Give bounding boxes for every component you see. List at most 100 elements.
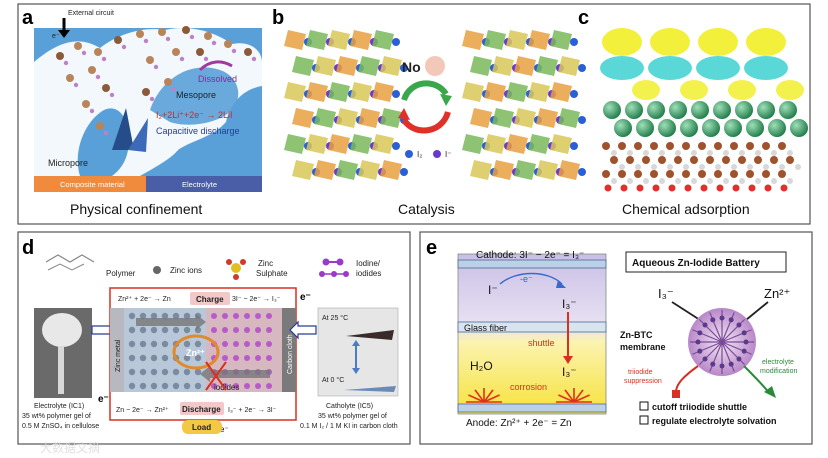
adsorbent-atom [724, 119, 742, 137]
oxygen-atom [748, 184, 756, 192]
mof-node [736, 356, 742, 362]
lattice-octahedron [306, 82, 328, 102]
charge-density-yellow [776, 80, 804, 100]
electron-loss-label: -e⁻ [520, 274, 533, 284]
pore-particle [196, 48, 204, 56]
zinc-ion-particle [128, 312, 136, 320]
triiodide-block-line [671, 301, 701, 321]
substrate-atom [698, 142, 706, 150]
circuit-electron-left: e⁻ [98, 394, 109, 405]
corrosion-ray [564, 389, 575, 403]
oxygen-atom [716, 184, 724, 192]
adsorbent-atom [691, 101, 709, 119]
oxidation-arrow [499, 272, 563, 285]
iodide-particle [244, 327, 250, 333]
lattice-octahedron [514, 56, 536, 76]
mof-node [741, 348, 747, 354]
panel-b-caption: Catalysis [398, 201, 455, 217]
electrolyte-caption-3: 0.5 M ZnSO₄ in cellulose [22, 423, 99, 430]
panel-b-legend-iminus: I⁻ [445, 150, 451, 159]
lattice-octahedron [314, 108, 336, 128]
substrate-atom [634, 170, 642, 178]
panel-a-electrolyte-bar [146, 176, 262, 192]
mof-node [719, 363, 725, 369]
zinc-sulphate-icon-o2 [240, 259, 246, 265]
charge-density-yellow [680, 80, 708, 100]
pore-particle [224, 40, 232, 48]
pore-particle [204, 32, 212, 40]
lattice-octahedron [506, 30, 528, 50]
lattice-octahedron [284, 30, 306, 50]
zn-center-label: Zn²⁺ [186, 348, 205, 358]
zinc-ion-particle [161, 312, 169, 320]
adsorbent-atom [779, 101, 797, 119]
adsorbent-atom [702, 119, 720, 137]
substrate-atom [690, 156, 698, 164]
substrate-atom [762, 170, 770, 178]
substrate-atom-light [723, 150, 729, 156]
pore-particle [136, 30, 144, 38]
iodine-species [392, 38, 400, 46]
substrate-atom-light [627, 150, 633, 156]
lithium-particle [231, 48, 237, 54]
zinc-sulphate-icon-o1 [226, 259, 232, 265]
lattice-octahedron [358, 108, 380, 128]
oxidation-arrowhead [556, 280, 566, 288]
substrate-atom [738, 156, 746, 164]
substrate-atom-light [675, 178, 681, 184]
substrate-atom-light [651, 164, 657, 170]
triiodide-suppression-2: suppression [624, 378, 662, 385]
pore-particle [96, 122, 104, 130]
pore-particle [244, 48, 252, 56]
substrate-atom [754, 156, 762, 164]
catholyte-photo [317, 307, 399, 397]
triiodide-suppression-marker [672, 390, 680, 398]
legend-polymer: Polymer [106, 269, 136, 278]
charge-label-box [190, 292, 230, 305]
lithium-particle [149, 96, 155, 102]
pore-particle [182, 26, 190, 34]
shuttle-label: shuttle [528, 338, 555, 348]
panel-a-capacitive: Capacitive discharge [156, 126, 240, 136]
mof-node [710, 317, 716, 323]
oxygen-atom [700, 184, 708, 192]
substrate-atom [618, 170, 626, 178]
pore-particle [146, 56, 154, 64]
iodine-species [570, 142, 578, 150]
iodine-species [400, 168, 408, 176]
iodide-particle [244, 341, 250, 347]
panel-a-circuit-arrowhead [58, 30, 70, 38]
zinc-ion-particle [150, 312, 158, 320]
zinc-ion-particle [183, 354, 191, 362]
lattice-octahedron [336, 108, 358, 128]
iodide-particle [233, 341, 239, 347]
pore-particle [142, 88, 150, 96]
substrate-atom [778, 170, 786, 178]
lattice-octahedron [536, 56, 558, 76]
substrate-atom-light [635, 164, 641, 170]
lithium-particle [251, 56, 257, 62]
mof-node [697, 348, 703, 354]
charge-density-cyan [600, 56, 644, 80]
lithium-particle [179, 56, 185, 62]
adsorbent-atom [636, 119, 654, 137]
substrate-atom [714, 142, 722, 150]
lattice-octahedron [372, 82, 394, 102]
substrate-atom-light [795, 164, 801, 170]
oxygen-atom [764, 184, 772, 192]
lattice-octahedron [314, 56, 336, 76]
circuit-electron-right: e⁻ [300, 292, 311, 303]
lattice-octahedron [558, 160, 580, 180]
substrate-atom-light [707, 178, 713, 184]
iodine-species [392, 90, 400, 98]
iodide-particle [255, 355, 261, 361]
lattice-octahedron [380, 56, 402, 76]
zinc-ion-particle [172, 382, 180, 390]
cathode-bar [457, 259, 607, 269]
lithium-particle [171, 86, 177, 92]
charge-eq-right: 3I⁻ − 2e⁻ → I₃⁻ [232, 296, 281, 303]
iodide-particle [266, 355, 272, 361]
substrate-atom-light [755, 178, 761, 184]
temperature-arrowhead-down [352, 368, 360, 374]
catholyte-arrow [289, 320, 317, 340]
